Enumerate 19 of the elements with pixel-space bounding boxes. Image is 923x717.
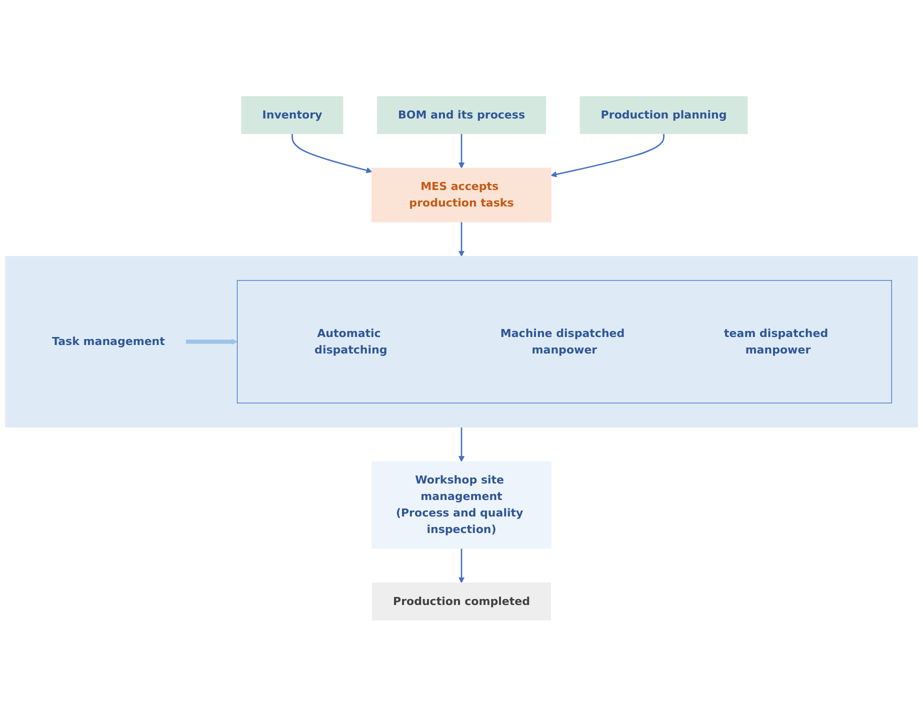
arrow: [458, 427, 465, 462]
node-text: Automatic dispatching: [314, 326, 388, 356]
node-box: BOM and its process: [376, 96, 546, 134]
node-box: Production planning: [580, 96, 748, 134]
cluster: [5, 256, 918, 428]
arrow: [550, 134, 664, 178]
node-box: Production completed: [372, 582, 552, 621]
node-text: Task management: [52, 335, 165, 348]
arrow: [292, 134, 372, 174]
arrow: [458, 134, 465, 169]
node-box: MES accepts production tasks: [372, 168, 552, 222]
arrow: [458, 548, 465, 584]
node-box: Workshop site management (Process and quality inspection): [372, 461, 552, 549]
cluster: [236, 280, 892, 404]
node-text: team dispatched manpower: [724, 326, 828, 356]
arrow: [186, 338, 238, 345]
node-box: Inventory: [241, 96, 344, 134]
arrow: [458, 222, 465, 257]
node-text: Machine dispatched manpower: [500, 326, 625, 356]
